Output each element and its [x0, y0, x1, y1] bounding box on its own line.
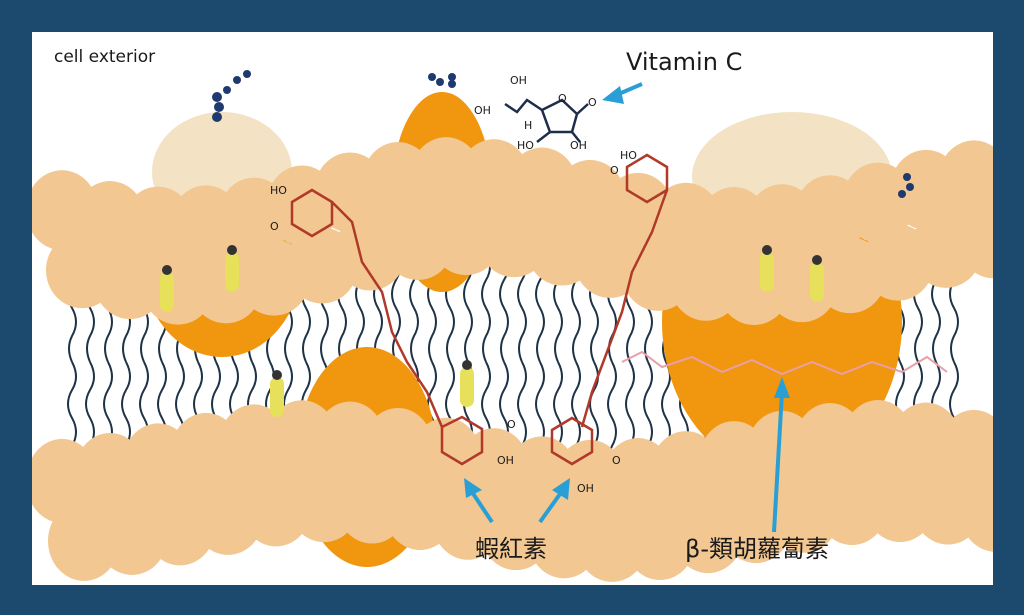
chem-label: O	[507, 418, 516, 431]
chem-label: O	[610, 164, 619, 177]
cholesterol-head	[812, 255, 822, 265]
cholesterol	[810, 262, 824, 302]
cell-exterior-label: cell exterior	[54, 47, 155, 67]
phospholipid-head-inner	[938, 409, 993, 494]
phospholipid-head-inner	[960, 472, 993, 552]
phospholipid-heads	[32, 137, 993, 582]
chem-label: HO	[620, 149, 637, 162]
chem-label: O	[270, 220, 279, 233]
chem-label: H	[524, 119, 532, 132]
vitamin-c-label: Vitamin C	[626, 48, 742, 76]
astaxanthin-label: 蝦紅素	[475, 535, 547, 563]
cholesterol-head	[462, 360, 472, 370]
cholesterol	[760, 252, 774, 292]
beta-carotene-label: β-類胡蘿蔔素	[685, 535, 829, 563]
cholesterol-head	[162, 265, 172, 275]
chem-label: O	[588, 96, 597, 109]
chem-label: HO	[270, 184, 287, 197]
chem-label: OH	[497, 454, 514, 467]
chem-label: OH	[474, 104, 491, 117]
chem-label: OH	[510, 74, 527, 87]
carbohydrate-chains	[212, 70, 914, 198]
chem-label: O	[558, 92, 567, 105]
chem-label: OH	[577, 482, 594, 495]
chem-label: O	[612, 454, 621, 467]
vitamin-c-structure	[504, 98, 589, 143]
chem-label: OH	[570, 139, 587, 152]
lipid-tail	[481, 251, 491, 363]
pointer-arrows	[464, 82, 790, 533]
diagram-panel: OH OH H O O HO OH HO O HO O O OH O OH ce…	[32, 32, 993, 585]
cholesterol-head	[762, 245, 772, 255]
astaxanthin-molecules	[290, 153, 669, 466]
cholesterol	[270, 377, 284, 417]
cholesterol-molecules	[160, 245, 824, 417]
cholesterol	[225, 252, 239, 292]
cholesterol	[460, 367, 474, 407]
phospholipid-head-outer	[958, 202, 993, 279]
cholesterol	[160, 272, 174, 312]
cholesterol-head	[272, 370, 282, 380]
cholesterol-head	[227, 245, 237, 255]
chem-label: HO	[517, 139, 534, 152]
beta-carotene-molecule	[621, 350, 948, 376]
cell-membrane-diagram: OH OH H O O HO OH HO O HO O O OH O OH ce…	[32, 47, 993, 582]
phospholipid-head-outer	[938, 140, 993, 221]
